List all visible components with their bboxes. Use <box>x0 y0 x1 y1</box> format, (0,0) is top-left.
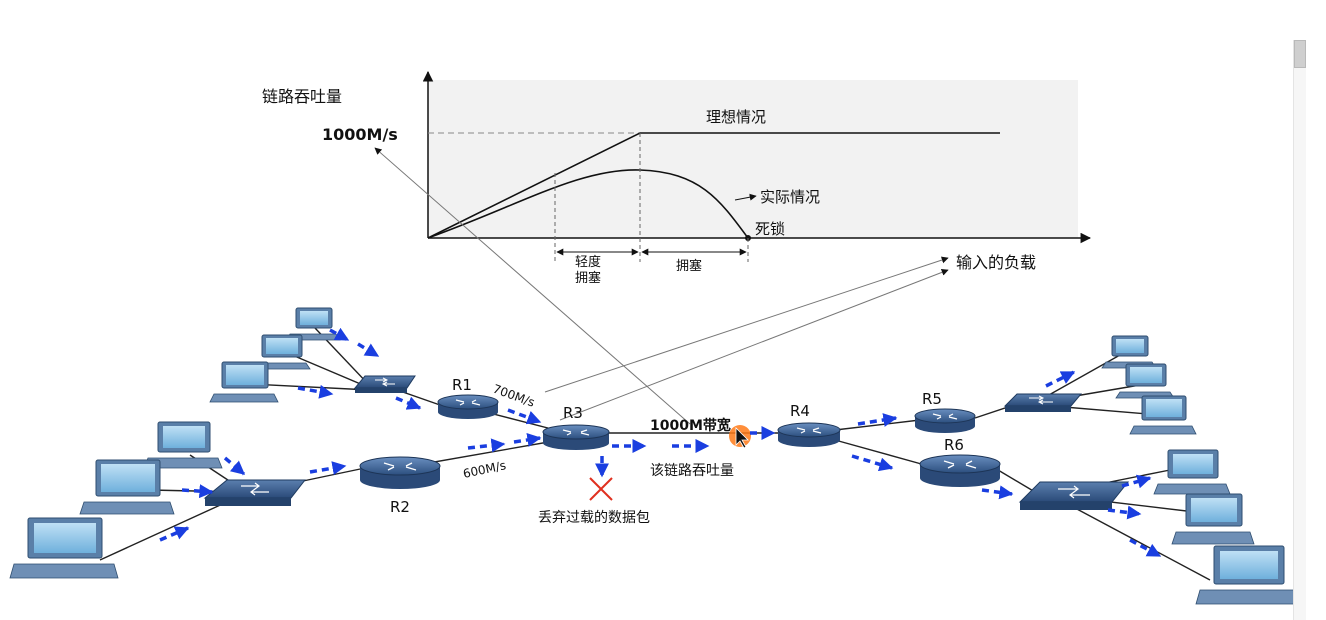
switch-icon <box>1003 393 1083 412</box>
router-r2-label: R2 <box>390 498 410 516</box>
computer-icon <box>1129 395 1197 435</box>
connector-r2-load-to-x-axis <box>559 269 949 421</box>
actual-label-pointer <box>734 193 757 201</box>
packet-arrow <box>159 526 190 542</box>
packet-arrow <box>181 484 214 499</box>
host-link <box>1059 499 1211 581</box>
switch-icon <box>203 479 307 506</box>
router-r3-label: R3 <box>563 404 583 422</box>
link-r6-switch <box>997 469 1036 493</box>
router-r1-icon <box>437 394 499 419</box>
computer-icon <box>1195 545 1301 605</box>
switch-icon <box>353 375 416 393</box>
link-throughput-label: 该链路吞吐量 <box>650 463 734 479</box>
link-r3-r4-bandwidth: 1000M带宽 <box>650 417 731 434</box>
light-congestion-label-1: 轻度 <box>575 254 601 270</box>
packet-arrow <box>851 454 894 472</box>
packet-arrow <box>329 327 350 342</box>
computer-icon <box>209 361 279 403</box>
computer-icon <box>251 334 311 370</box>
packet-arrow <box>309 461 347 476</box>
throughput-chart: 链路吞吐量 1000M/s 轻度 拥塞 拥塞 理想情况 实际情况 死锁 <box>262 70 1092 286</box>
packet-arrow <box>1121 474 1152 489</box>
packet-arrows <box>159 327 1162 558</box>
router-r6-label: R6 <box>944 436 964 454</box>
chart-connectors: 输入的负载 <box>374 147 1036 425</box>
packet-arrow <box>297 384 334 399</box>
drop-x-icon <box>589 477 613 501</box>
router-r6-icon <box>919 454 1001 487</box>
packet-arrow <box>223 456 246 476</box>
computer-icon <box>79 459 175 515</box>
packet-arrow <box>507 408 542 425</box>
packet-arrow <box>357 342 380 358</box>
computer-icon <box>1115 363 1175 399</box>
x-axis-label: 输入的负载 <box>956 253 1036 272</box>
actual-curve <box>427 169 749 239</box>
drop-label: 丢弃过载的数据包 <box>538 510 650 526</box>
router-r3-icon <box>542 424 610 450</box>
computer-icon <box>1153 449 1231 495</box>
switch-icon <box>1018 481 1130 510</box>
connector-throughput-to-y-axis <box>374 147 691 425</box>
packet-arrow <box>981 485 1014 500</box>
link-labels: 700M/s 600M/s 1000M带宽 该链路吞吐量 丢弃过载的数据包 <box>462 382 734 526</box>
computer-icon <box>1101 335 1157 369</box>
computer-icon <box>1171 493 1255 545</box>
link-r2-r3-bandwidth: 600M/s <box>462 458 508 481</box>
congestion-label: 拥塞 <box>676 258 702 274</box>
vertical-scrollbar[interactable] <box>1293 40 1306 620</box>
router-r5-icon <box>914 408 976 433</box>
actual-label: 实际情况 <box>760 188 820 206</box>
host-link <box>99 495 241 561</box>
host-link <box>284 351 371 389</box>
mouse-pointer-icon <box>729 425 751 449</box>
router-r4-icon <box>777 422 841 447</box>
routers: R1 R2 R3 R4 R5 R6 <box>359 376 1001 516</box>
packet-arrow <box>467 438 506 453</box>
packet-arrow <box>1129 538 1162 558</box>
hosts <box>9 307 1301 605</box>
deadlock-label: 死锁 <box>755 220 785 238</box>
y-value-label: 1000M/s <box>322 125 398 144</box>
y-axis-label: 链路吞吐量 <box>262 87 342 106</box>
router-r4-label: R4 <box>790 402 810 420</box>
connector-r1-load-to-x-axis <box>544 256 949 393</box>
router-r5-label: R5 <box>922 390 942 408</box>
computer-icon <box>143 421 223 469</box>
packet-arrow <box>513 432 542 447</box>
light-congestion-label-2: 拥塞 <box>575 270 601 286</box>
chart-plot-background <box>428 80 1078 238</box>
ideal-label: 理想情况 <box>706 108 766 126</box>
packet-arrow <box>1107 505 1142 520</box>
link-r4-r5 <box>834 419 921 431</box>
host-link <box>249 383 371 391</box>
packet-arrow <box>395 396 422 410</box>
link-r4-r6 <box>834 439 926 466</box>
scrollbar-thumb[interactable] <box>1294 40 1306 68</box>
computer-icon <box>9 517 119 579</box>
switches <box>203 375 1130 510</box>
packet-arrow <box>857 413 898 427</box>
router-r1-label: R1 <box>452 376 472 394</box>
packet-arrow <box>1045 370 1076 388</box>
router-r2-icon <box>359 456 441 489</box>
